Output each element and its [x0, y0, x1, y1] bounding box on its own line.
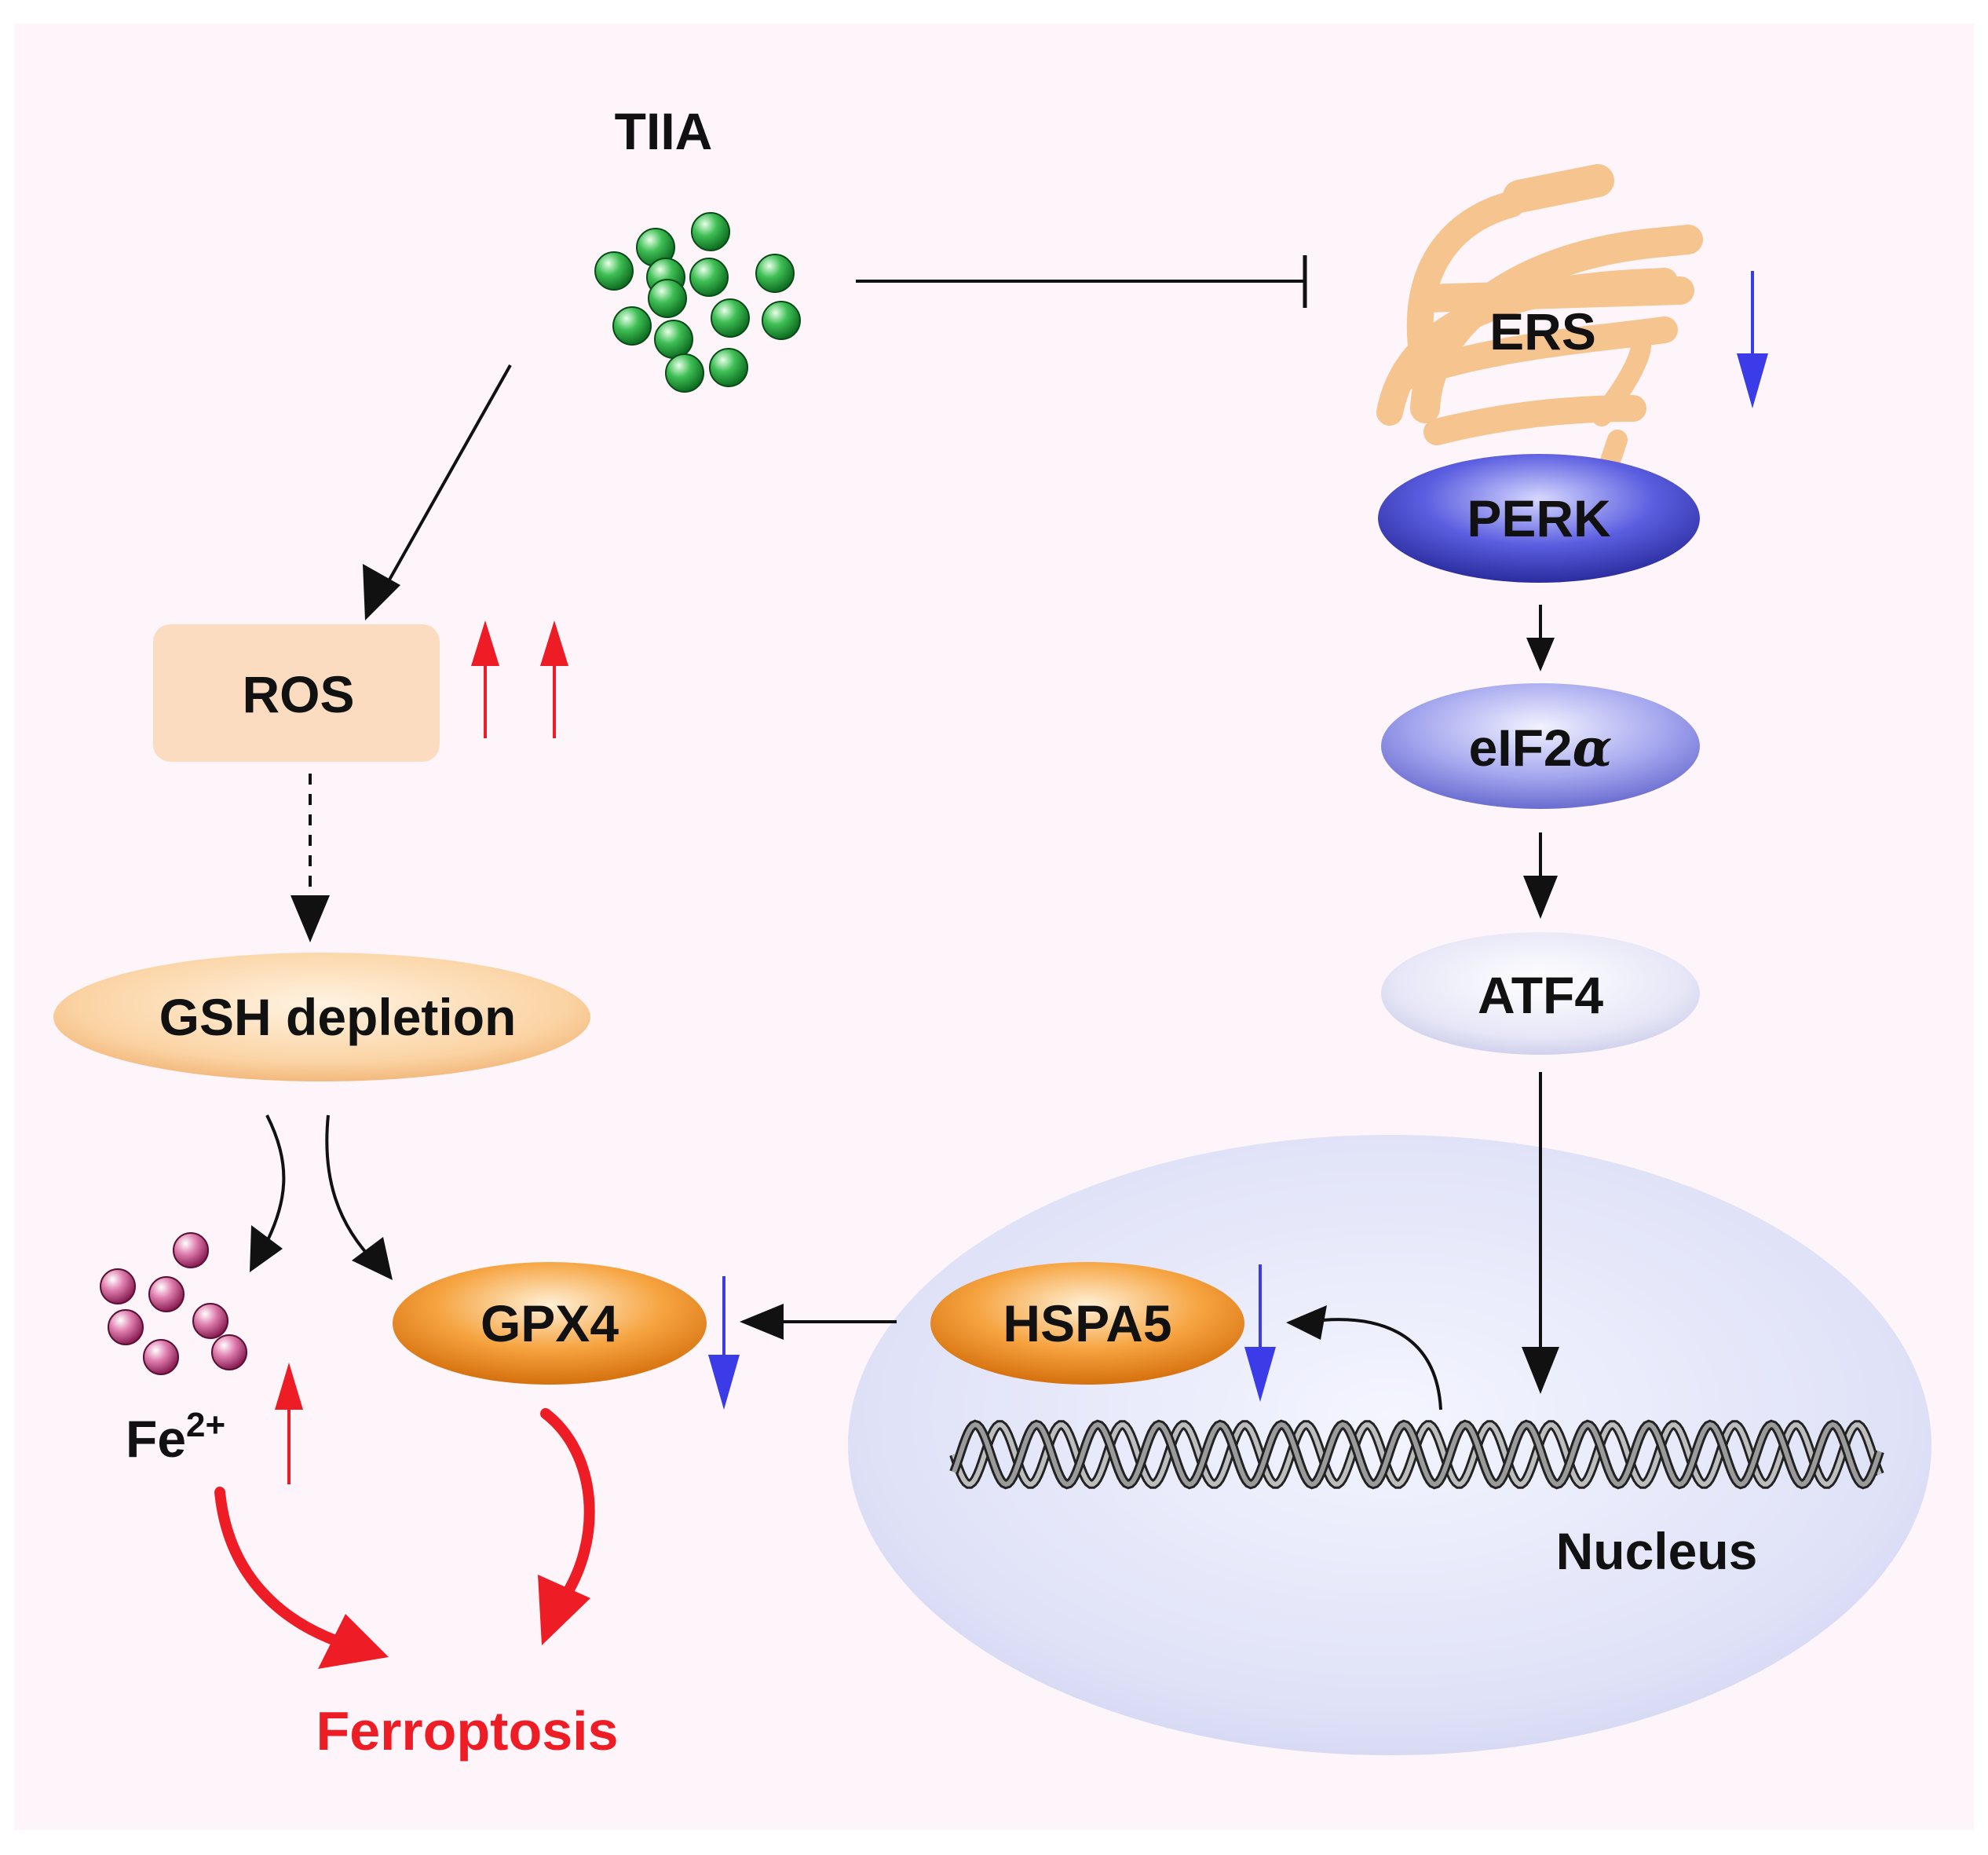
tiia-particle [689, 258, 729, 297]
arrow-tiia-ros [374, 364, 512, 606]
tiia-particle [691, 212, 730, 251]
tiia-label: TIIA [615, 102, 713, 160]
gpx4-node [393, 1262, 707, 1385]
iron-particle [192, 1303, 228, 1339]
iron-charge: 2+ [186, 1406, 225, 1444]
gpx4-label: GPX4 [481, 1294, 619, 1352]
ers-down-arrow-icon [1737, 271, 1768, 408]
ferroptosis-arrowheads [318, 1575, 590, 1669]
eif2a-label: eIF2α [1469, 717, 1613, 778]
perk-label: PERK [1467, 489, 1611, 547]
tiia-particle [755, 254, 795, 293]
tiia-particle [648, 279, 687, 318]
perk-node [1378, 454, 1700, 583]
tiia-particle [665, 353, 704, 393]
ferroptosis-arrows [214, 1408, 595, 1647]
ros-label: ROS [242, 665, 354, 723]
arrow-gsh-gpx4 [325, 1114, 378, 1266]
iron-label: Fe2+ [126, 1406, 225, 1468]
tiia-particle [654, 320, 693, 359]
atf4-label: ATF4 [1478, 966, 1603, 1024]
dna-strand [952, 1421, 1882, 1487]
iron-particle [173, 1232, 209, 1268]
iron-particle [148, 1276, 185, 1312]
hspa5-node [930, 1262, 1244, 1385]
arrow-gsh-iron [258, 1114, 286, 1257]
dna-helix-icon [949, 1419, 1884, 1490]
arrowheads [250, 564, 1559, 1394]
eif2a-greek: α [1573, 717, 1613, 778]
gpx4-to-ferroptosis-arrow [540, 1408, 595, 1608]
atf4-node [1381, 932, 1700, 1055]
ferroptosis-label: Ferroptosis [316, 1700, 618, 1762]
tiia-particles-icon [594, 212, 801, 393]
iron-particles-icon [100, 1232, 247, 1375]
arrow-dna-hspa5 [1306, 1318, 1442, 1410]
gsh-depletion-label: GSH depletion [159, 988, 517, 1046]
iron-to-ferroptosis-arrow [214, 1487, 343, 1647]
eif2a-prefix: eIF2 [1469, 719, 1573, 777]
hspa5-down-arrow-icon [1244, 1264, 1276, 1402]
tiia-particle [762, 301, 801, 340]
tiia-particle [612, 306, 652, 346]
iron-particle [143, 1339, 179, 1375]
nucleus-label: Nucleus [1556, 1522, 1758, 1580]
gpx4-down-arrow-icon [708, 1276, 740, 1410]
er-membrane-icon [1376, 164, 1703, 497]
hspa5-label: HSPA5 [1003, 1294, 1171, 1352]
gsh-depletion-node [53, 953, 590, 1081]
iron-particle [108, 1309, 144, 1345]
tiia-particle [709, 348, 748, 387]
regulation-arrows [275, 271, 1768, 1484]
eif2a-node [1381, 683, 1700, 809]
iron-base: Fe [126, 1410, 186, 1468]
tiia-particle [711, 298, 750, 338]
ros-box [153, 624, 440, 762]
ers-label: ERS [1489, 302, 1596, 360]
ros-up-arrow-icon [471, 620, 568, 738]
tiia-particle [594, 251, 634, 291]
iron-particle [100, 1268, 136, 1304]
iron-particle [211, 1334, 247, 1370]
iron-up-arrow-icon [275, 1363, 303, 1484]
